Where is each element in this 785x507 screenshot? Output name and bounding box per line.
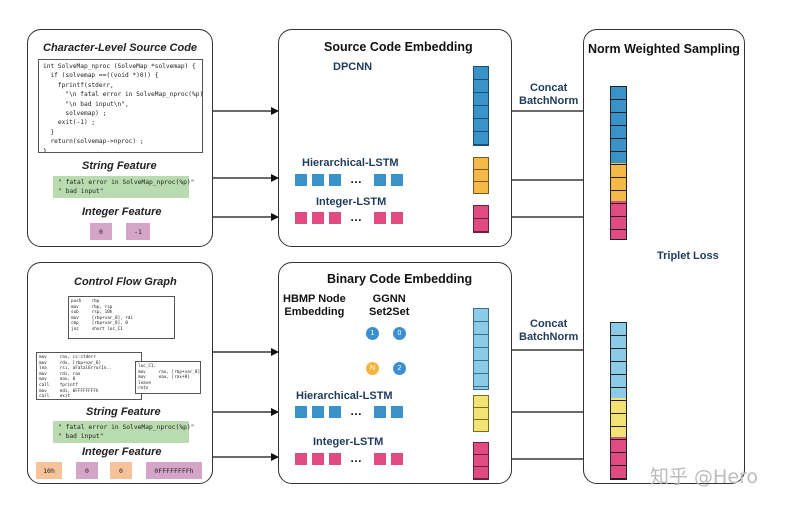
string-feature-title: String Feature — [82, 160, 157, 172]
triplet-loss-label: Triplet Loss — [657, 250, 719, 262]
binary-vector-ilstm — [473, 442, 489, 480]
source-code-box: int SolveMap_nproc (SolveMap *solvemap) … — [38, 59, 203, 153]
ilstm-cell-1 — [295, 212, 307, 224]
bilstm-cell-3 — [329, 453, 341, 465]
bhlstm-cell-5 — [391, 406, 403, 418]
int-value-0: 0 — [90, 223, 112, 240]
hlstm-cell-5 — [391, 174, 403, 186]
ggnn-node-0: 0 — [393, 327, 406, 340]
dpcnn-label: DPCNN — [333, 61, 373, 73]
binary-hlstm-label: Hierarchical-LSTM — [296, 390, 393, 402]
cfg-title: Control Flow Graph — [74, 276, 177, 288]
watermark: 知乎 @Hero — [650, 466, 759, 488]
ilstm-cell-5 — [391, 212, 403, 224]
source-embedding-title: Source Code Embedding — [324, 40, 473, 54]
hlstm-dots: … — [350, 172, 362, 186]
hlstm-cell-4 — [374, 174, 386, 186]
bilstm-cell-5 — [391, 453, 403, 465]
source-vector-hlstm — [473, 157, 489, 194]
string-feature-box: " fatal error in SolveMap_nproc(%p)" " b… — [53, 176, 194, 198]
binary-string-feature-box: " fatal error in SolveMap_nproc(%p)" " b… — [53, 421, 194, 443]
bhlstm-cell-2 — [312, 406, 324, 418]
bint-value-0: 10h — [36, 462, 62, 479]
source-vector-ilstm — [473, 205, 489, 233]
ilstm-label: Integer-LSTM — [316, 196, 387, 208]
integer-feature-title: Integer Feature — [82, 206, 162, 218]
source-code-title: Character-Level Source Code — [43, 42, 198, 54]
binary-string-feature-title: String Feature — [86, 406, 161, 418]
bhlstm-dots: … — [350, 404, 362, 418]
bhlstm-cell-4 — [374, 406, 386, 418]
cfg-top-block: push rbp mov rbp, rsp sub rsp, 10h mov [… — [68, 296, 175, 339]
ggnn-node-n: N — [366, 362, 379, 375]
concat-batchnorm-top: Concat BatchNorm — [519, 82, 579, 107]
ilstm-dots: … — [350, 210, 362, 224]
cfg-right-block: loc_C1: mov rax, [rbp+var_8] mov eax, [r… — [135, 361, 201, 394]
bint-value-2: 0 — [110, 462, 132, 479]
ggnn-node-1: 1 — [366, 327, 379, 340]
ilstm-cell-2 — [312, 212, 324, 224]
binary-ilstm-label: Integer-LSTM — [313, 436, 384, 448]
hlstm-label: Hierarchical-LSTM — [302, 157, 399, 169]
bilstm-cell-4 — [374, 453, 386, 465]
bhlstm-cell-1 — [295, 406, 307, 418]
ilstm-cell-4 — [374, 212, 386, 224]
int-value-1: -1 — [126, 223, 150, 240]
concat-vector-top-grid — [610, 86, 627, 240]
cfg-left-block: mov rax, cs:stderr mov rdx, [rbp+var_8] … — [36, 352, 142, 400]
bint-value-3: 0FFFFFFFFh — [146, 462, 202, 479]
sampling-title: Norm Weighted Sampling — [588, 42, 740, 56]
bhlstm-cell-3 — [329, 406, 341, 418]
binary-embedding-title: Binary Code Embedding — [327, 272, 473, 286]
hlstm-cell-3 — [329, 174, 341, 186]
ggnn-node-2: 2 — [393, 362, 406, 375]
bint-value-1: 0 — [76, 462, 98, 479]
source-vector-dpcnn — [473, 66, 489, 146]
binary-vector-hlstm — [473, 395, 489, 432]
concat-batchnorm-bottom: Concat BatchNorm — [519, 318, 579, 343]
binary-integer-feature-title: Integer Feature — [82, 446, 162, 458]
concat-vector-bottom-grid — [610, 322, 627, 480]
binary-vector-ggnn — [473, 308, 489, 390]
ggnn-label: GGNN Set2Set — [369, 293, 410, 318]
ilstm-cell-3 — [329, 212, 341, 224]
hbmp-label: HBMP Node Embedding — [283, 293, 346, 318]
bilstm-cell-2 — [312, 453, 324, 465]
hlstm-cell-1 — [295, 174, 307, 186]
bilstm-dots: … — [350, 451, 362, 465]
hlstm-cell-2 — [312, 174, 324, 186]
bilstm-cell-1 — [295, 453, 307, 465]
